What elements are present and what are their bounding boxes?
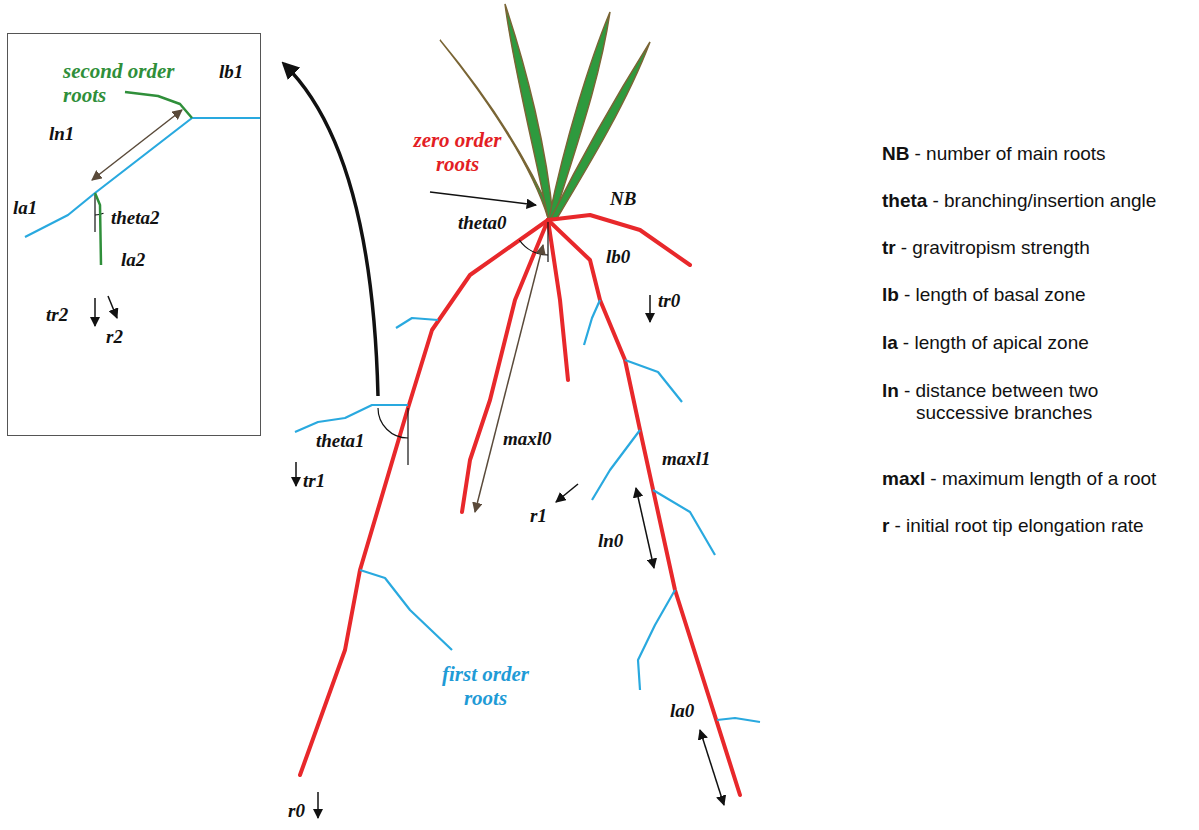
parameter-label: maxl1: [662, 448, 711, 470]
key-symbol: theta: [882, 190, 927, 212]
key-description: - number of main roots: [914, 143, 1105, 165]
key-description: - gravitropism strength: [901, 237, 1090, 259]
order-title: second order roots: [63, 59, 203, 107]
inset-pointer-arrow: [284, 64, 378, 396]
key-symbol: r: [882, 515, 889, 537]
measure-arrows: [296, 192, 724, 818]
leaves: [440, 4, 650, 220]
parameter-label: theta2: [111, 207, 160, 229]
key-symbol: ln: [882, 380, 899, 402]
key-description: - branching/insertion angle: [932, 190, 1156, 212]
key-description: - maximum length of a root: [930, 468, 1156, 490]
parameter-label: la1: [13, 197, 37, 219]
parameter-label: ln1: [49, 123, 74, 145]
key-symbol: la: [882, 332, 898, 354]
inset-box: second order roots lb1 ln1 la1 theta2 la2 tr2 r…: [7, 33, 261, 436]
parameter-label: tr0: [658, 290, 680, 312]
key-symbol: lb: [882, 284, 899, 306]
order-title: zero order roots: [400, 128, 515, 176]
inset-drawing: [25, 92, 261, 326]
key-description: - length of apical zone: [903, 332, 1089, 354]
parameter-label: lb0: [606, 246, 630, 268]
key-description: - distance between two successive branch…: [904, 380, 1146, 424]
parameter-label: ln0: [598, 530, 623, 552]
key-symbol: tr: [882, 237, 896, 259]
parameter-label: r1: [530, 505, 547, 527]
parameter-label: lb1: [219, 61, 243, 83]
parameter-label: r2: [106, 326, 123, 348]
parameter-label: r0: [288, 800, 305, 822]
angle-marks: [95, 195, 548, 465]
parameter-label: tr1: [303, 470, 325, 492]
parameter-label: la2: [121, 249, 145, 271]
parameter-label: NB: [610, 188, 636, 210]
parameter-label: theta0: [458, 212, 507, 234]
key-description: - length of basal zone: [904, 284, 1086, 306]
zero-order-roots: [300, 215, 740, 795]
key-symbol: maxl: [882, 468, 925, 490]
parameter-label: theta1: [316, 430, 365, 452]
key-description: - initial root tip elongation rate: [894, 515, 1143, 537]
parameter-label: la0: [670, 700, 694, 722]
order-title: first order roots: [428, 662, 543, 710]
first-order-roots: [295, 300, 760, 722]
parameter-label: tr2: [46, 304, 68, 326]
key-symbol: NB: [882, 143, 909, 165]
parameter-label: maxl0: [503, 428, 552, 450]
